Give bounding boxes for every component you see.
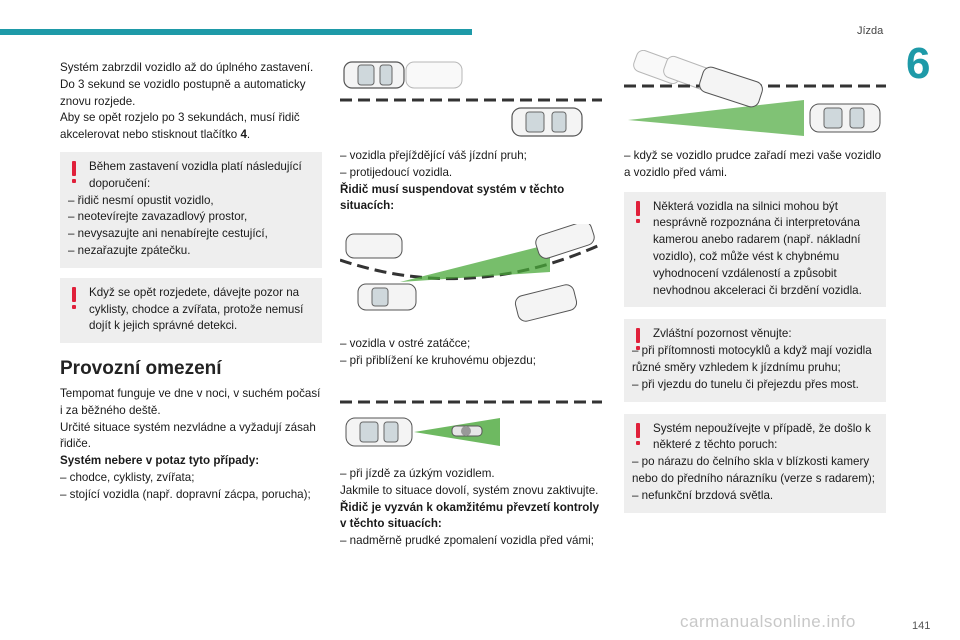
illustration-cut-in bbox=[624, 50, 886, 136]
list-item: – stojící vozidla (např. dopravní zácpa,… bbox=[60, 487, 311, 501]
column-2-block-2: – vozidla v ostré zatáčce; – při přiblíž… bbox=[340, 336, 602, 370]
list-item: – vozidla v ostré zatáčce; bbox=[340, 337, 471, 350]
list-item: – protijedoucí vozidla. bbox=[340, 165, 453, 179]
illustration-crossing-lane bbox=[340, 61, 602, 137]
warning-icon bbox=[70, 286, 78, 309]
warning-item: – nefunkční brzdová světla. bbox=[632, 488, 774, 502]
warning-icon bbox=[70, 160, 78, 183]
warning-item: – nezařazujte zpátečku. bbox=[68, 243, 191, 257]
warning-item: – nevysazujte ani nenabírejte cestující, bbox=[68, 227, 268, 241]
intro-line-3: Aby se opět rozjelo po 3 sekundách, musí… bbox=[60, 111, 300, 142]
body-text: Tempomat funguje ve dne v noci, v suchém… bbox=[60, 386, 321, 417]
page-number: 141 bbox=[912, 620, 931, 632]
warning-icon bbox=[634, 328, 642, 351]
watermark: carmanualsonline.info bbox=[680, 612, 856, 631]
bold-text: Systém nebere v potaz tyto případy: bbox=[60, 454, 260, 468]
bold-text: Řidič musí suspendovat systém v těchto s… bbox=[340, 182, 565, 213]
column-1: Systém zabrzdil vozidlo až do úplného za… bbox=[60, 60, 322, 504]
list-item: – vozidla přejíždějící váš jízdní pruh; bbox=[340, 149, 527, 162]
section-heading: Provozní omezení bbox=[60, 358, 222, 380]
chapter-number: 6 bbox=[906, 39, 931, 88]
warning-item: – při přítomnosti motocyklů a když mají … bbox=[632, 344, 872, 374]
car-icon bbox=[809, 103, 881, 133]
car-icon bbox=[699, 66, 763, 108]
warning-lead: Zvláštní pozornost věnujte: bbox=[653, 327, 792, 341]
car-icon bbox=[511, 107, 583, 137]
car-icon bbox=[514, 224, 595, 322]
list-item: – při přiblížení ke kruhovému objezdu; bbox=[340, 353, 536, 367]
warning-item: – řidič nesmí opustit vozidlo, bbox=[68, 193, 214, 207]
warning-icon bbox=[634, 422, 642, 445]
button-number: 4 bbox=[240, 128, 247, 142]
warning-box-stop: Během zastavení vozidla platí následujíc… bbox=[60, 151, 322, 268]
illustration-narrow-vehicle bbox=[340, 400, 602, 447]
car-icon bbox=[345, 417, 413, 447]
list-item: – nadměrně prudké zpomalení vozidla před… bbox=[340, 534, 594, 548]
body-text: Určité situace systém nezvládne a vyžadu… bbox=[60, 420, 316, 451]
warning-lead: Některá vozidla na silnici mohou být nes… bbox=[653, 199, 862, 297]
body-text: Jakmile to situace dovolí, systém znovu … bbox=[340, 483, 599, 497]
motorcycle-icon bbox=[451, 425, 483, 437]
list-item: – když se vozidlo prudce zařadí mezi vaš… bbox=[624, 149, 882, 179]
warning-box-faults: Systém nepoužívejte v případě, že došlo … bbox=[624, 413, 886, 513]
list-item: – při jízdě za úzkým vozidlem. bbox=[340, 467, 495, 480]
section-title: Jízda bbox=[857, 25, 884, 37]
intro-line-1: Systém zabrzdil vozidlo až do úplného za… bbox=[60, 61, 314, 74]
column-2-block-3: – při jízdě za úzkým vozidlem. Jakmile t… bbox=[340, 466, 602, 550]
warning-box-cyclists: Když se opět rozjedete, dávejte pozor na… bbox=[60, 277, 322, 344]
warning-box-detection: Některá vozidla na silnici mohou být nes… bbox=[624, 191, 886, 308]
intro-line-2: Do 3 sekund se vozidlo postupně a automa… bbox=[60, 77, 306, 108]
car-icon bbox=[345, 233, 417, 311]
car-icon bbox=[405, 61, 463, 89]
column-2-block-1: – vozidla přejíždějící váš jízdní pruh; … bbox=[340, 148, 602, 215]
bold-text: Řidič je vyzván k okamžitému převzetí ko… bbox=[340, 500, 600, 531]
warning-icon bbox=[634, 200, 642, 223]
warning-item: – neotevírejte zavazadlový prostor, bbox=[68, 210, 248, 224]
column-3: – když se vozidlo prudce zařadí mezi vaš… bbox=[624, 148, 886, 513]
warning-item: – po nárazu do čelního skla v blízkosti … bbox=[632, 455, 875, 485]
warning-lead: Během zastavení vozidla platí následujíc… bbox=[89, 159, 302, 190]
warning-lead: Když se opět rozjedete, dávejte pozor na… bbox=[89, 285, 304, 333]
list-item: – chodce, cyklisty, zvířata; bbox=[60, 470, 195, 484]
warning-box-attention: Zvláštní pozornost věnujte: – při přítom… bbox=[624, 319, 886, 402]
illustration-sharp-bend bbox=[340, 224, 602, 322]
warning-lead: Systém nepoužívejte v případě, že došlo … bbox=[653, 421, 871, 452]
warning-item: – při vjezdu do tunelu či přejezdu přes … bbox=[632, 377, 859, 391]
car-icon bbox=[343, 61, 405, 89]
header-accent-bar bbox=[0, 29, 472, 35]
